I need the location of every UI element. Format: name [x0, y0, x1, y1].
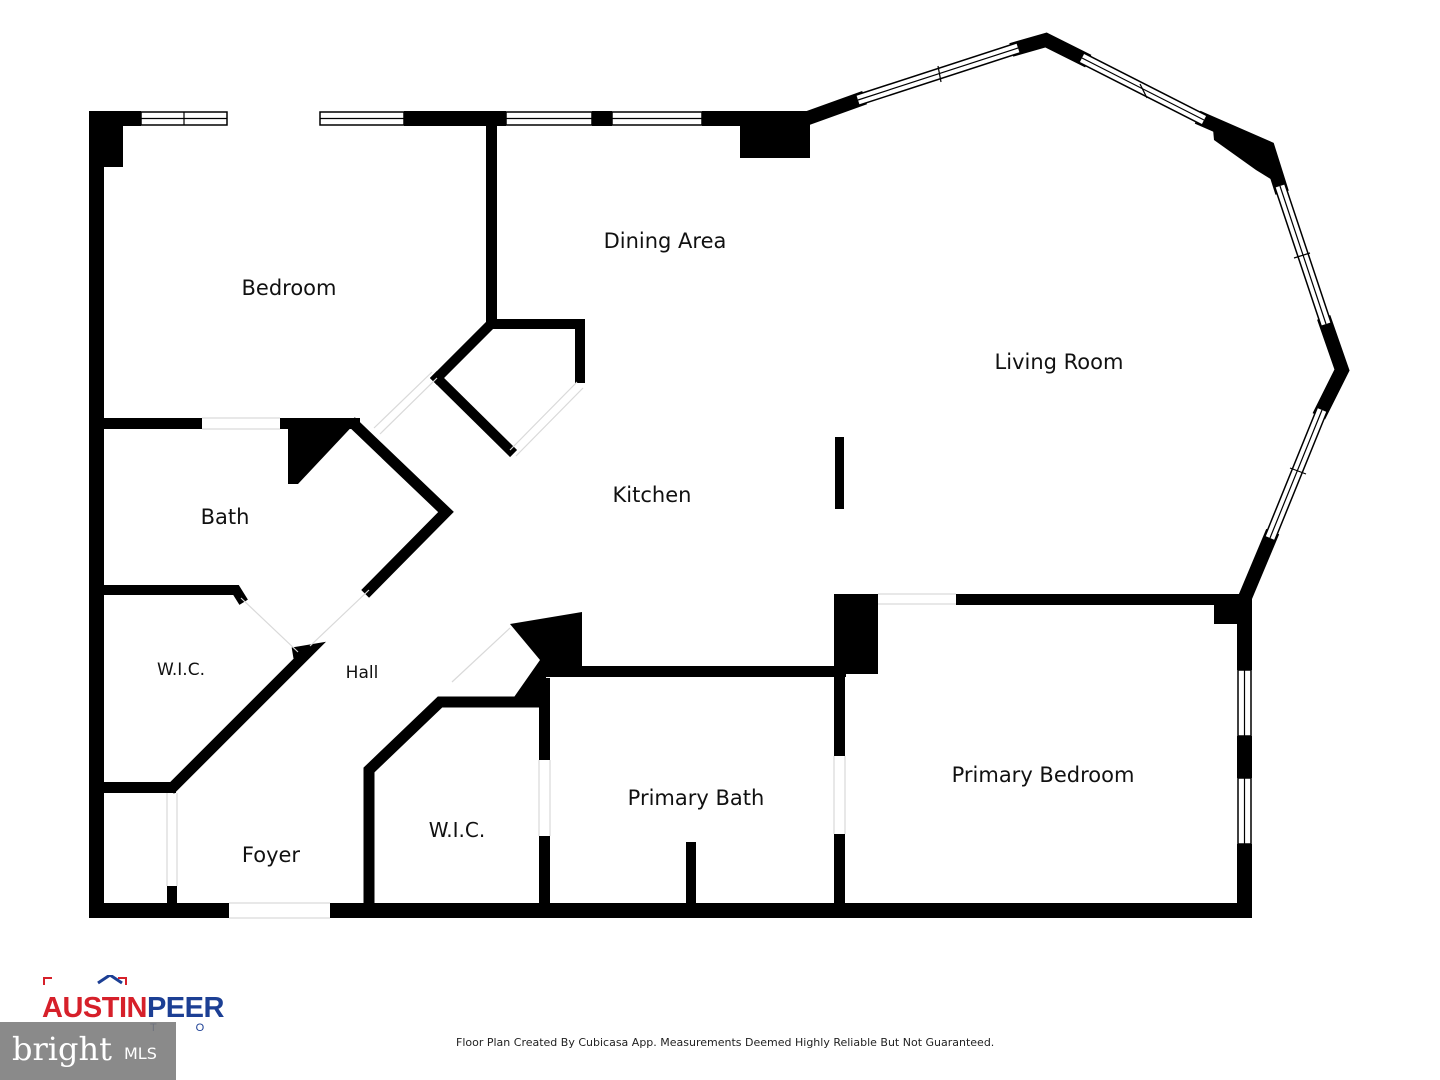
wall-primary-bed-top — [956, 594, 1246, 605]
wall-foyer-closet-top — [96, 782, 176, 793]
wall-wic-primarybath — [539, 678, 550, 760]
label-dining-area: Dining Area — [604, 229, 727, 253]
wall-top-3 — [592, 111, 612, 126]
label-primary-bedroom: Primary Bedroom — [952, 763, 1135, 787]
wall-primary-bath-top — [546, 666, 846, 677]
wall-top-1 — [89, 111, 141, 126]
logo-part1: AUSTIN — [42, 992, 147, 1024]
label-bedroom: Bedroom — [242, 276, 337, 300]
wall-foyer-closet-side — [167, 886, 177, 910]
logo-part2: PEER — [146, 992, 224, 1024]
house-roof-icon — [97, 975, 123, 985]
footer-note: Floor Plan Created By Cubicasa App. Meas… — [456, 1036, 995, 1049]
wall-bedroom-bath-1 — [96, 418, 202, 429]
label-primary-bath: Primary Bath — [628, 786, 765, 810]
label-foyer: Foyer — [242, 843, 301, 867]
wall-bath-hall — [347, 417, 454, 598]
label-hall: Hall — [346, 663, 379, 683]
mls-watermark: bright — [12, 1030, 112, 1068]
wall-pb-pbed-1 — [834, 594, 845, 756]
wall-wic-hall — [166, 641, 327, 794]
wall-wic-primarybath-2 — [539, 836, 550, 910]
logo-wordmark: AUSTINPEER — [42, 992, 224, 1025]
brokerage-logo — [43, 975, 127, 985]
column-living-corner — [1212, 118, 1282, 186]
wall-bedroom-dining — [486, 111, 497, 327]
wall-living-angle-2 — [1009, 32, 1092, 68]
wall-right-2 — [1237, 736, 1252, 778]
label-living-room: Living Room — [995, 350, 1124, 374]
mls-watermark-suffix: MLS — [124, 1044, 157, 1063]
label-kitchen: Kitchen — [613, 483, 692, 507]
wall-wic-right — [363, 696, 550, 911]
label-wic-left: W.I.C. — [157, 660, 205, 680]
wall-living-angle-1 — [799, 91, 867, 127]
windows — [140, 40, 1334, 845]
wall-pantry — [429, 319, 585, 386]
room-labels: Bedroom Dining Area Living Room Bath Kit… — [157, 229, 1134, 867]
corner-bracket-left-icon — [43, 977, 52, 985]
interior-walls — [91, 111, 1246, 911]
wall-pantry-2 — [429, 370, 518, 458]
corner-bracket-right-icon — [118, 977, 127, 985]
wall-top-2 — [404, 111, 506, 126]
column-bath — [288, 418, 360, 484]
wall-kitchen-living — [835, 437, 844, 509]
wall-living-angle-5 — [1234, 528, 1280, 610]
column-wic — [510, 612, 582, 700]
column-top — [740, 111, 810, 158]
wall-pb-pbed-2 — [834, 834, 845, 910]
label-bath: Bath — [201, 505, 250, 529]
wall-right-3 — [1237, 844, 1252, 918]
wall-living-angle-4 — [1312, 315, 1350, 420]
label-wic-right: W.I.C. — [429, 818, 485, 842]
wall-left — [89, 111, 104, 918]
wall-bath-wic — [91, 585, 248, 605]
openings — [166, 371, 956, 919]
wall-bottom-2 — [330, 903, 1252, 918]
mls-watermark-bg — [0, 1022, 176, 1080]
column-primary — [834, 594, 878, 674]
wall-bottom-1 — [89, 903, 229, 918]
wall-primary-bath-stub — [686, 842, 696, 910]
